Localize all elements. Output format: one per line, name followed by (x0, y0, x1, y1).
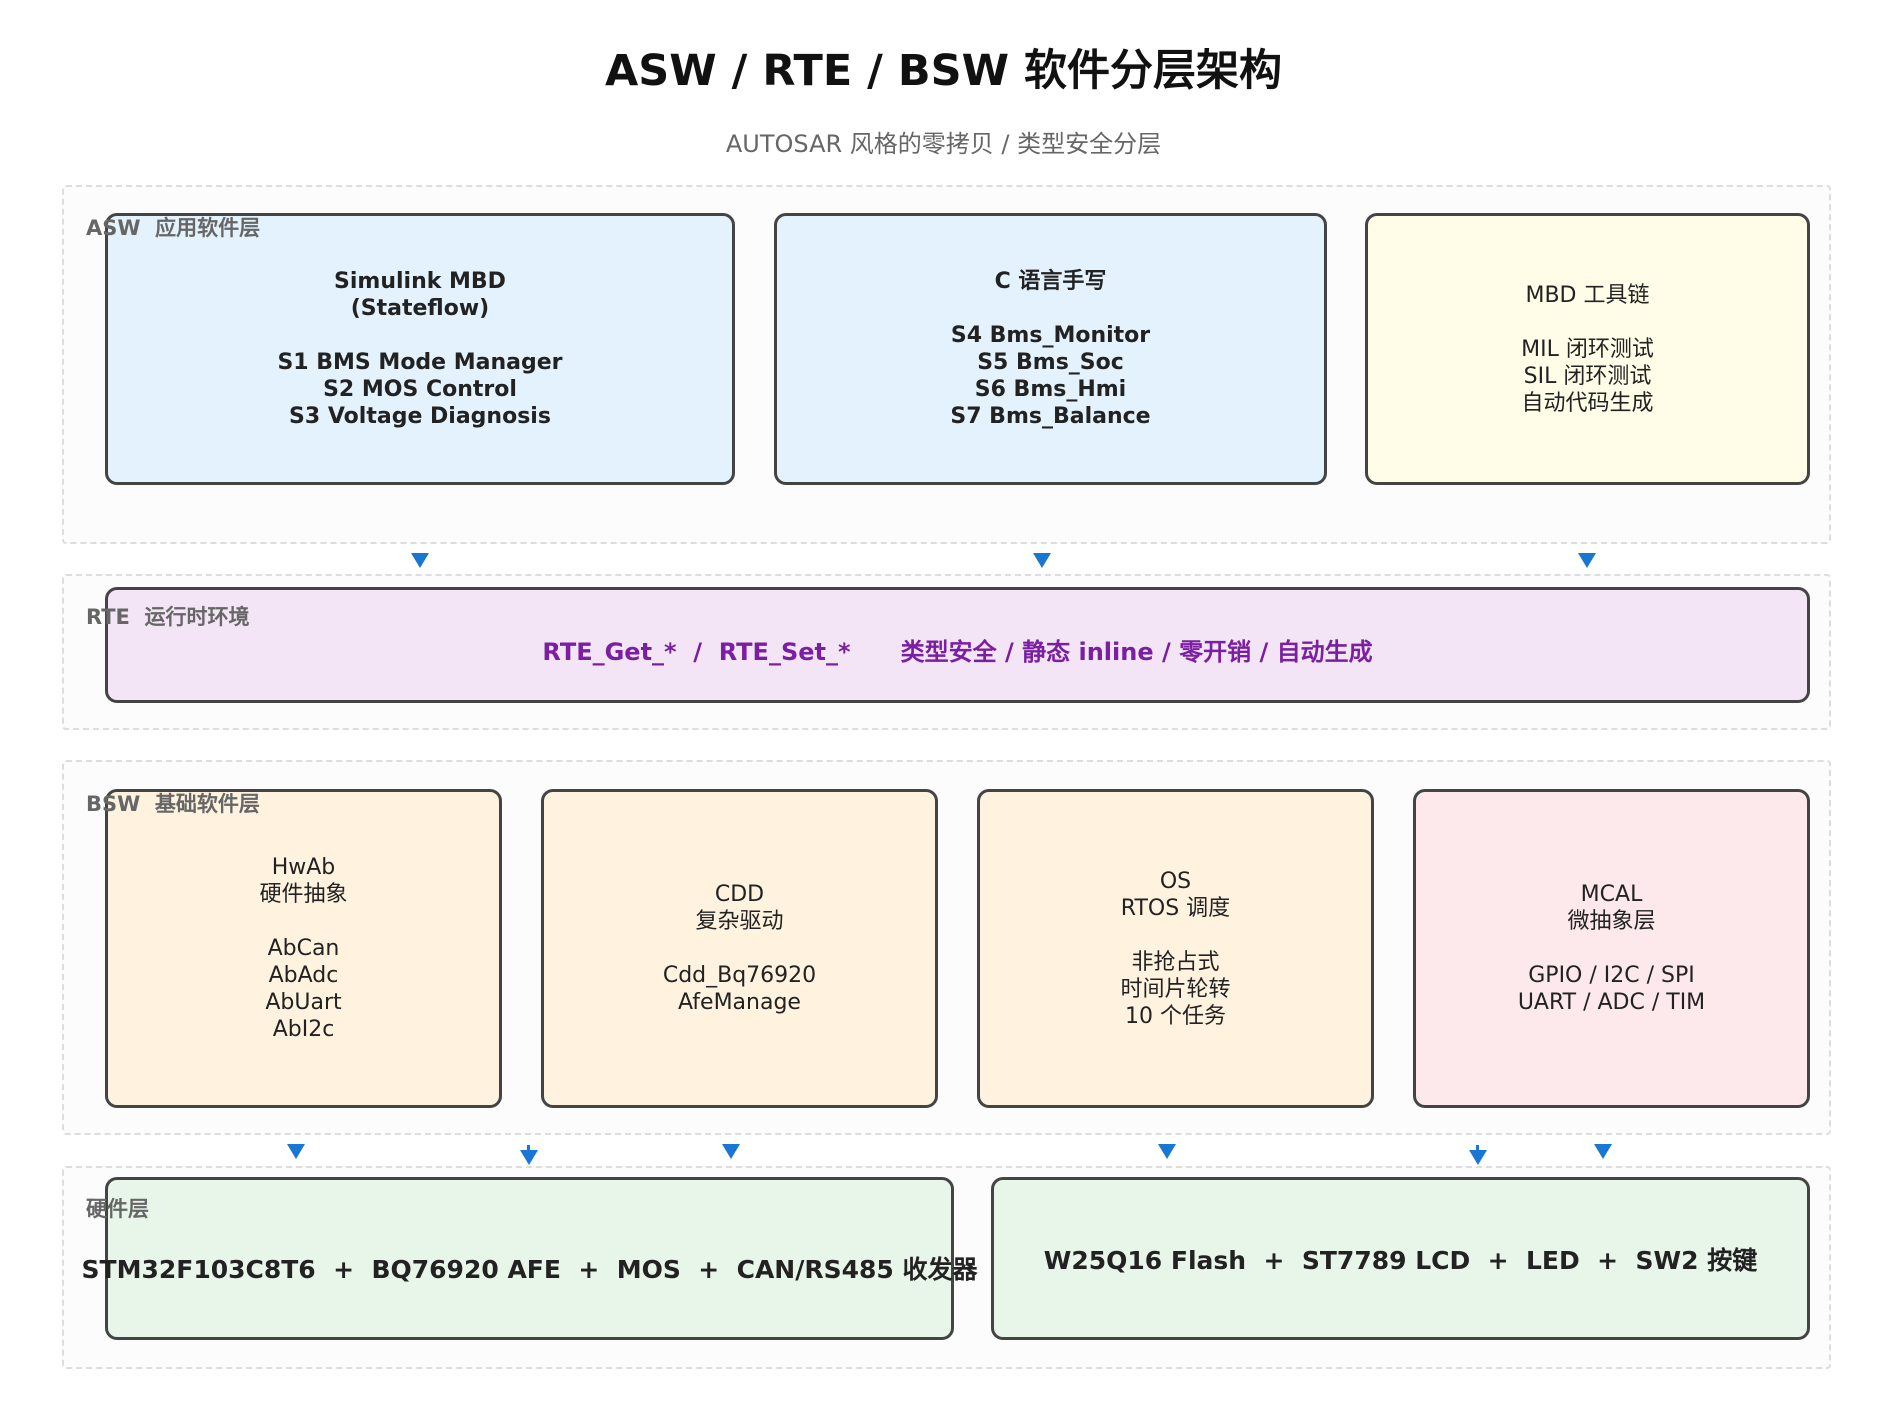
hw-peripheral-box: W25Q16 Flash + ST7789 LCD + LED + SW2 按键 (991, 1177, 1810, 1340)
arrow-down-icon (411, 553, 429, 568)
hw-layer-label: 硬件层 (86, 1197, 149, 1221)
mcal-text: MCAL 微抽象层 GPIO / I2C / SPI UART / ADC / … (1517, 882, 1706, 1015)
arrow-down-icon (520, 1150, 538, 1165)
arrow-down-icon (1158, 1144, 1176, 1159)
arrow-down-icon (722, 1144, 740, 1159)
mbd-toolchain-box: MBD 工具链 MIL 闭环测试 SIL 闭环测试 自动代码生成 (1365, 213, 1810, 485)
arrow-down-icon (1594, 1144, 1612, 1159)
os-text: OS RTOS 调度 非抢占式 时间片轮转 10 个任务 (1120, 868, 1231, 1029)
arrow-down-icon (287, 1144, 305, 1159)
mcal-box: MCAL 微抽象层 GPIO / I2C / SPI UART / ADC / … (1413, 789, 1810, 1108)
rte-layer-label: RTE 运行时环境 (86, 605, 250, 629)
asw-layer-label: ASW 应用软件层 (86, 216, 261, 240)
rte-text: RTE_Get_* / RTE_Set_* 类型安全 / 静态 inline /… (542, 638, 1373, 666)
arrow-down-icon (1578, 553, 1596, 568)
cdd-box: CDD 复杂驱动 Cdd_Bq76920 AfeManage (541, 789, 938, 1108)
hwab-text: HwAb 硬件抽象 AbCan AbAdc AbUart AbI2c (259, 855, 348, 1042)
simulink-mbd-box: Simulink MBD (Stateflow) S1 BMS Mode Man… (105, 213, 735, 485)
hwab-box: HwAb 硬件抽象 AbCan AbAdc AbUart AbI2c (105, 789, 502, 1108)
hw-mcu-text: STM32F103C8T6 + BQ76920 AFE + MOS + CAN/… (81, 1254, 978, 1284)
hw-mcu-box: STM32F103C8T6 + BQ76920 AFE + MOS + CAN/… (82, 1177, 978, 1340)
arrow-down-icon (1469, 1150, 1487, 1165)
c-handwritten-text: C 语言手写 S4 Bms_Monitor S5 Bms_Soc S6 Bms_… (950, 269, 1151, 429)
bsw-layer-label: BSW 基础软件层 (86, 792, 260, 816)
page-subtitle: AUTOSAR 风格的零拷贝 / 类型安全分层 (725, 130, 1162, 158)
page-title: ASW / RTE / BSW 软件分层架构 (605, 46, 1282, 96)
hw-peripheral-text: W25Q16 Flash + ST7789 LCD + LED + SW2 按键 (1043, 1245, 1758, 1275)
simulink-mbd-text: Simulink MBD (Stateflow) S1 BMS Mode Man… (277, 269, 563, 429)
arrow-down-icon (1033, 553, 1051, 568)
cdd-text: CDD 复杂驱动 Cdd_Bq76920 AfeManage (662, 882, 817, 1015)
rte-box: RTE_Get_* / RTE_Set_* 类型安全 / 静态 inline /… (105, 587, 1810, 703)
os-box: OS RTOS 调度 非抢占式 时间片轮转 10 个任务 (977, 789, 1374, 1108)
c-handwritten-box: C 语言手写 S4 Bms_Monitor S5 Bms_Soc S6 Bms_… (774, 213, 1327, 485)
mbd-toolchain-text: MBD 工具链 MIL 闭环测试 SIL 闭环测试 自动代码生成 (1521, 282, 1654, 416)
